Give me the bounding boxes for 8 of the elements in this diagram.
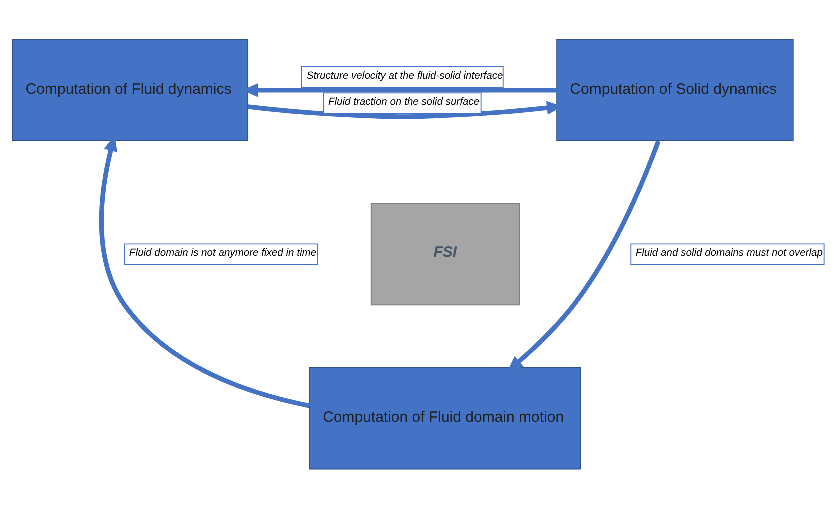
edge-label: Fluid and solid domains must not overlap [636, 248, 823, 260]
node-box: Computation of Fluid domain motion [309, 368, 582, 470]
node-box: Computation of Fluid dynamics [12, 39, 249, 142]
node-box: FSI [370, 203, 520, 306]
node-box: Computation of Solid dynamics [556, 39, 794, 142]
edge-label: Fluid domain is not anymore fixed in time [129, 248, 317, 260]
edge-label: Fluid traction on the solid surface [328, 97, 480, 108]
edge-label: Structure velocity at the fluid-solid interface [306, 70, 504, 82]
